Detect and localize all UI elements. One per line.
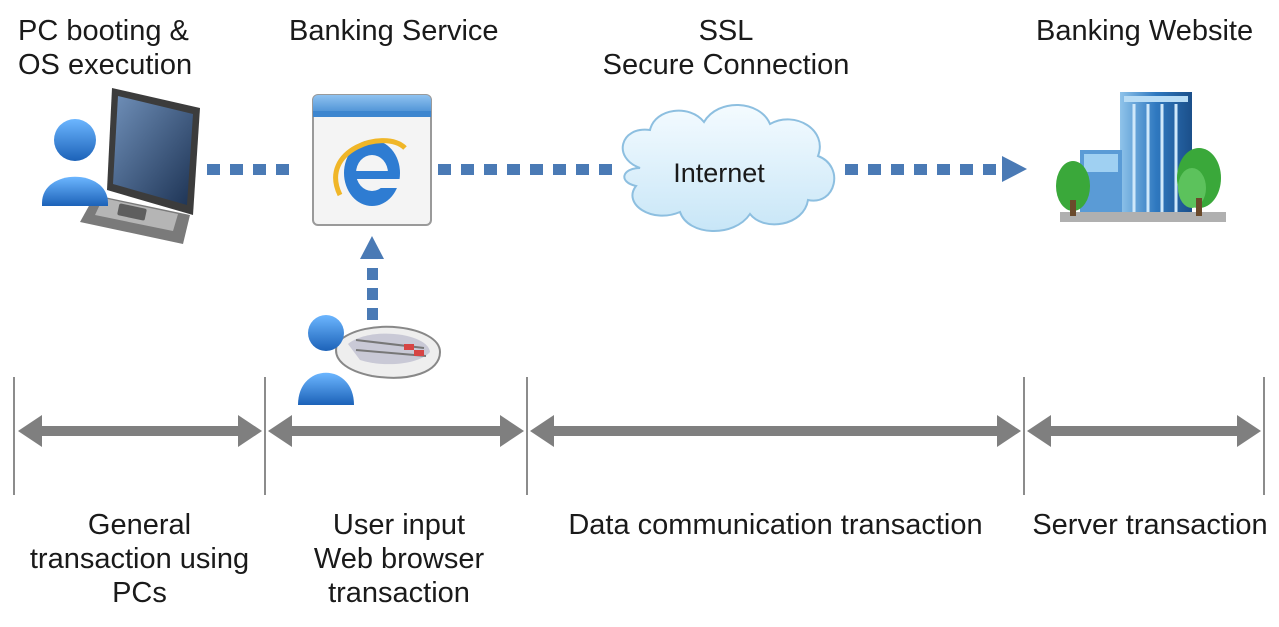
- bank-building-icon: [1056, 92, 1226, 222]
- label-ssl: SSL Secure Connection: [602, 15, 850, 81]
- keyboard-user-icon: [298, 315, 442, 405]
- label-pc-booting: PC booting & OS execution: [18, 15, 193, 81]
- flow-arrow-browser-to-internet: [438, 164, 612, 175]
- laptop-user-icon: [42, 88, 200, 244]
- span-arrow-server: [1027, 415, 1261, 447]
- label-banking-service: Banking Service: [289, 15, 499, 47]
- browser-ie-icon: [312, 94, 432, 226]
- flow-arrow-pc-to-browser: [207, 164, 289, 175]
- stage-label-general: General transaction using PCs: [29, 509, 250, 609]
- stage-label-server: Server transaction: [1032, 509, 1268, 541]
- span-arrow-user-input: [268, 415, 524, 447]
- input-flow-arrow: [360, 236, 384, 320]
- internet-cloud-icon: Internet: [621, 104, 836, 232]
- flow-arrow-internet-to-website: [845, 156, 1027, 182]
- span-arrow-data-communication: [530, 415, 1021, 447]
- label-banking-website: Banking Website: [1036, 15, 1254, 47]
- stage-dividers: [13, 377, 1265, 495]
- stage-label-user-input: User input Web browser transaction: [313, 509, 485, 609]
- internet-label: Internet: [673, 158, 765, 188]
- span-arrow-general: [18, 415, 262, 447]
- stage-label-data-communication: Data communication transaction: [568, 509, 983, 541]
